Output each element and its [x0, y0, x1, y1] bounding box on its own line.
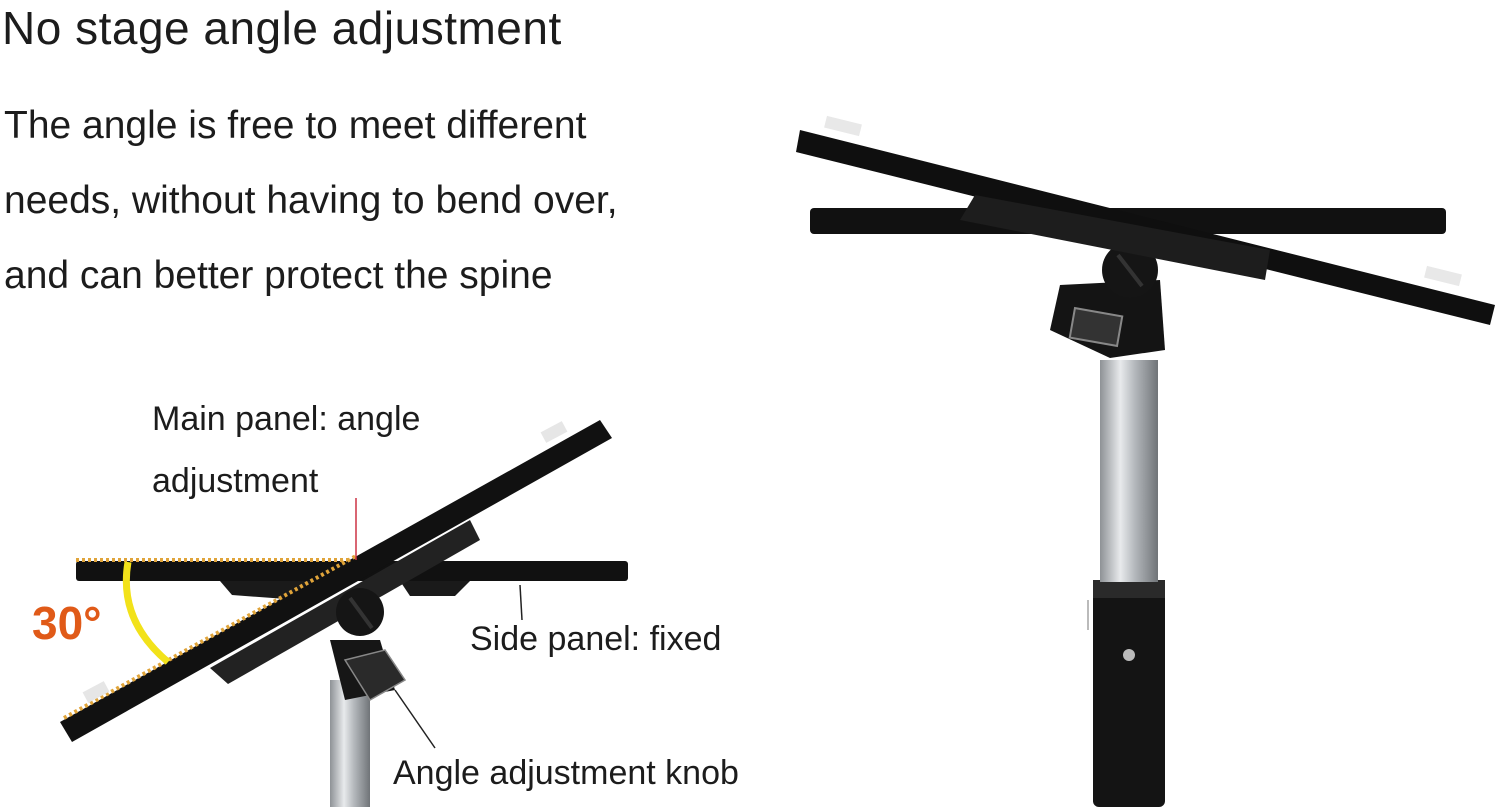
side-panel-label: Side panel: fixed: [470, 620, 722, 658]
angle-adjustment-knob: [343, 649, 407, 702]
leader-line: [519, 584, 523, 621]
knob-label: Angle adjustment knob: [393, 754, 739, 792]
stand-photo: [796, 115, 1495, 807]
page-title: No stage angle adjustment: [2, 2, 562, 54]
angle-label: 30°: [32, 597, 102, 649]
main-panel: [60, 420, 612, 742]
description-line: and can better protect the spine: [4, 254, 553, 297]
description-line: The angle is free to meet different: [4, 104, 587, 147]
main-panel-label: Main panel: angle adjustment: [152, 388, 420, 512]
leader-line: [394, 689, 436, 749]
main-panel-label-line2: adjustment: [152, 462, 319, 500]
pole: [330, 680, 370, 807]
description-line: needs, without having to bend over,: [4, 179, 618, 222]
angle-arc: [122, 561, 171, 665]
main-panel-label-line1: Main panel: angle: [152, 400, 421, 438]
annotated-stand-diagram: [60, 420, 628, 807]
description: The angle is free to meet different need…: [4, 88, 764, 313]
